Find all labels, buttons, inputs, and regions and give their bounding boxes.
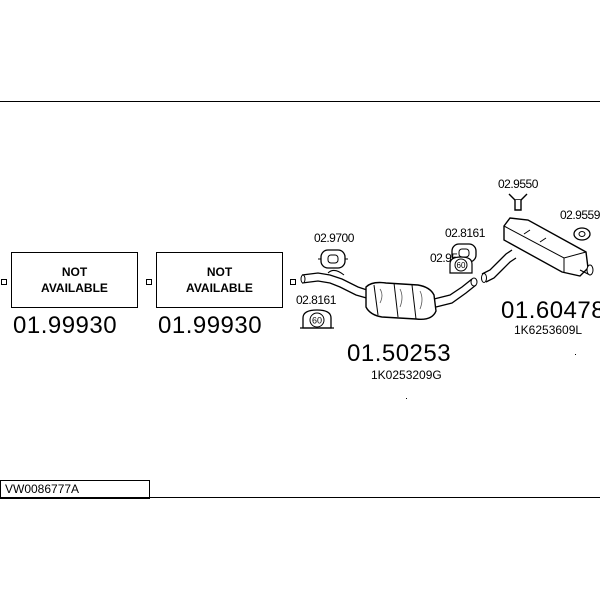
rubber-ring-icon — [573, 227, 591, 241]
not-available-line-1: NOT — [61, 265, 88, 279]
oe-number-4: 1K6253609L — [514, 323, 583, 337]
not-available-line-1: NOT — [206, 265, 233, 279]
middle-silencer-icon — [300, 269, 478, 321]
oe-number-3: 1K0253209G — [371, 368, 442, 382]
clamp-size-label: 60 — [457, 261, 466, 270]
clamp-icon: 60 — [449, 256, 473, 274]
connector-marker — [1, 279, 7, 285]
part-number-1: 01.99930 — [13, 312, 118, 339]
accessory-number-02-8161: 02.8161 — [445, 226, 485, 240]
rubber-hanger-icon — [318, 249, 348, 269]
connector-marker — [146, 279, 152, 285]
accessory-number-02-9550: 02.9550 — [498, 177, 538, 191]
rear-silencer-icon — [481, 217, 594, 283]
not-available-line-2: AVAILABLE — [41, 281, 108, 295]
clamp-size-label: 60 — [312, 316, 322, 326]
accessory-number-02-8161: 02.8161 — [296, 293, 336, 307]
connector-marker — [290, 279, 296, 285]
part-number-4: 01.60478 — [501, 297, 600, 324]
clamp-icon: 60 — [300, 309, 334, 329]
part-number-2: 01.99930 — [158, 312, 263, 339]
part-number-3: 01.50253 — [347, 340, 452, 367]
not-available-box-1: NOT AVAILABLE — [11, 252, 138, 308]
not-available-box-2: NOT AVAILABLE — [156, 252, 283, 308]
kit-code-box: VW0086777A — [0, 480, 150, 499]
kit-code: VW0086777A — [5, 482, 80, 496]
not-available-line-2: AVAILABLE — [186, 281, 253, 295]
marker-dot — [575, 354, 576, 355]
hanger-bracket-icon — [508, 193, 528, 211]
marker-dot — [406, 398, 407, 399]
accessory-number-02-9700: 02.9700 — [314, 231, 354, 245]
diagram-frame — [0, 101, 600, 498]
accessory-number-02-9559: 02.9559 — [560, 208, 600, 222]
